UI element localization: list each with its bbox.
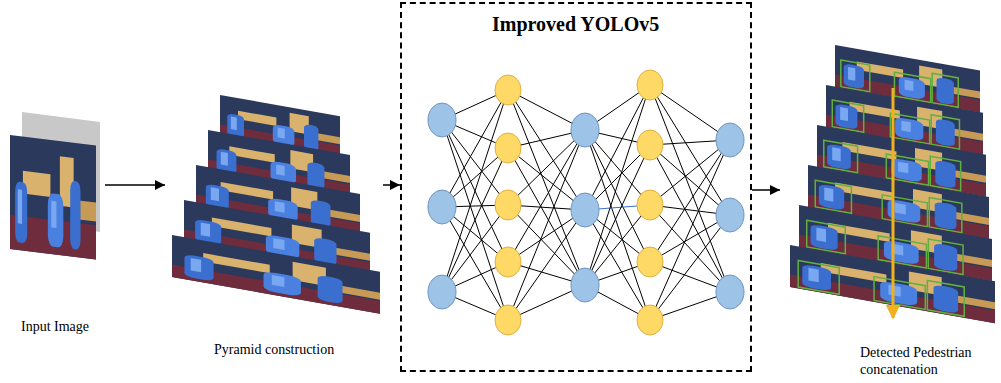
concat-arrow <box>892 88 895 318</box>
neuron <box>637 190 663 220</box>
box-title: Improved YOLOv5 <box>492 12 659 36</box>
image-label: Detected Pedestrian concatenation <box>860 344 995 378</box>
neuron <box>716 123 744 157</box>
detected-stack: Detected Pedestrian concatenation <box>780 35 997 380</box>
neuron <box>495 305 521 335</box>
neuron <box>716 275 744 309</box>
neuron <box>637 247 663 277</box>
neuron <box>428 103 456 137</box>
neuron <box>428 190 456 224</box>
network-neurons <box>428 70 744 335</box>
neuron <box>637 70 663 100</box>
neuron <box>716 198 744 232</box>
neuron <box>428 275 456 309</box>
flow-arrow <box>383 184 400 186</box>
network-links <box>442 85 730 320</box>
input-image: Input Image <box>5 115 105 337</box>
image-label: Pyramid construction <box>214 341 334 358</box>
neuron <box>495 75 521 105</box>
neuron <box>495 133 521 163</box>
neuron <box>495 190 521 220</box>
input-image <box>10 135 96 260</box>
image-label: Input Image <box>21 318 89 335</box>
neuron <box>571 268 599 302</box>
neuron <box>637 305 663 335</box>
model-box: Improved YOLOv5 <box>400 2 752 372</box>
neuron <box>571 193 599 227</box>
flow-arrow <box>105 184 165 186</box>
pyramid-layer <box>172 235 380 314</box>
neuron <box>637 130 663 160</box>
pyramid-stack: Pyramid construction <box>165 80 383 360</box>
neuron <box>571 113 599 147</box>
neuron <box>495 247 521 277</box>
flow-arrow <box>752 189 780 191</box>
